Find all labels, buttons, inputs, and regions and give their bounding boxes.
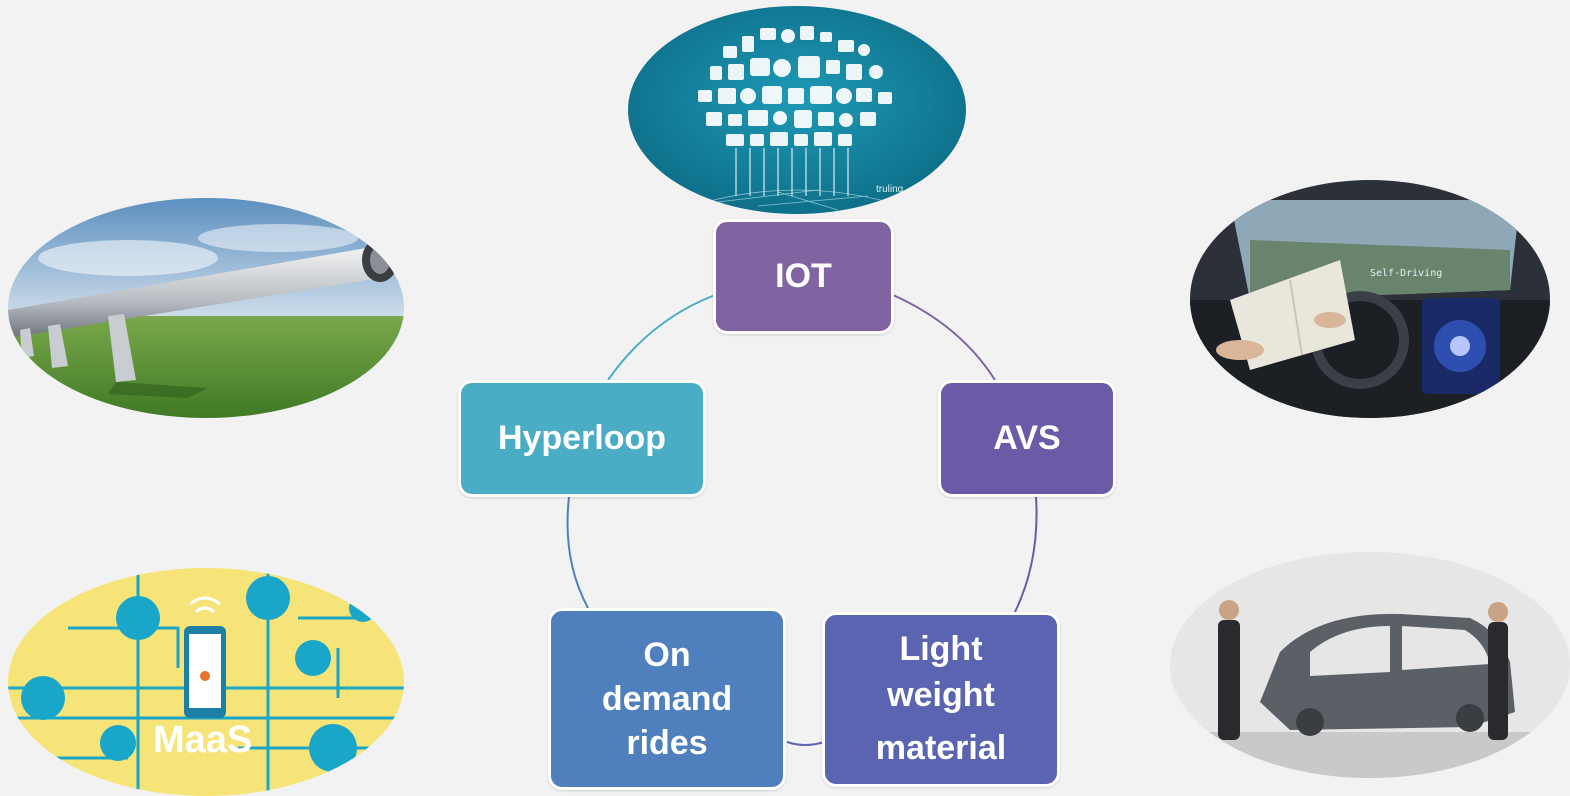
iot-image-caption: truling [876,184,903,195]
node-light-label-line1: Light [899,629,983,668]
maas-caption: MaaS [153,719,252,761]
node-lightweight-material: Light weight material [822,612,1060,787]
node-ondemand-label-line3: rides [626,724,708,763]
iot-icon: truling [628,6,966,214]
node-iot-label: IOT [775,257,832,296]
arc-avs-light [1014,496,1038,613]
maas-network-icon: MaaS [8,568,404,796]
node-avs-label: AVS [993,419,1061,458]
node-ondemand-label-line1: On [643,635,691,674]
node-light-label-line3: material [875,729,1007,768]
self-driving-image: Self-Driving [1190,180,1550,418]
node-hyperloop: Hyperloop [458,380,706,497]
node-iot: IOT [713,219,894,334]
maas-image: MaaS [8,568,404,796]
node-avs: AVS [938,380,1116,497]
node-on-demand-rides: On demand rides [548,608,786,790]
node-light-label-line2: weight [887,675,995,714]
arc-hyperloop-iot [607,294,716,381]
arc-ondemand-hyperloop [566,496,589,609]
self-driving-car-icon: Self-Driving [1190,180,1550,418]
iot-cloud-image: truling [628,6,966,214]
hyperloop-image [8,198,404,418]
lightweight-car-chassis-icon [1170,552,1570,778]
node-ondemand-label-line2: demand [601,679,733,718]
arc-light-ondemand [786,741,825,746]
arc-iot-avs [892,294,996,381]
car-chassis-image [1170,552,1570,778]
node-hyperloop-label: Hyperloop [497,419,667,458]
hyperloop-tube-icon [8,198,404,418]
self-driving-caption: Self-Driving [1370,268,1442,279]
